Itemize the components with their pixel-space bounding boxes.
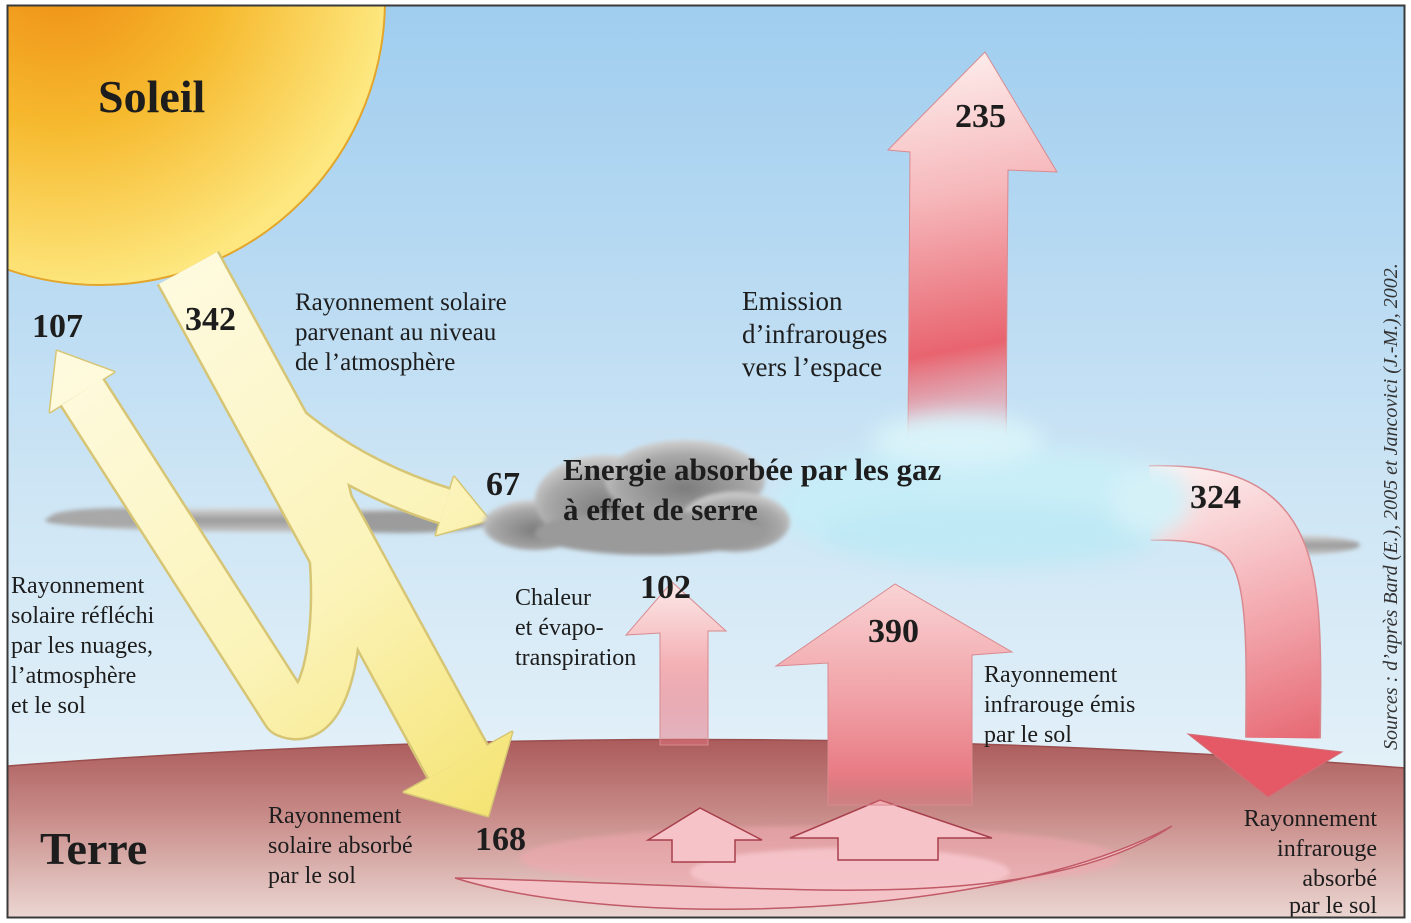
reflected-label-line: par les nuages, [11,633,153,659]
incoming-label-line: parvenant au niveau [295,319,497,346]
latent-heat-label-line: et évapo- [515,615,604,641]
cloud-puff [1110,465,1190,535]
reflected-value: 107 [32,308,83,345]
source-citation: Sources : d’après Bard (E.), 2005 et Jan… [1380,263,1402,750]
back-radiation-label-line: infrarouge [1277,836,1377,862]
atmosphere-absorbed-value: 67 [486,466,520,503]
greenhouse-label-line: à effet de serre [563,492,758,527]
earth-title: Terre [40,823,147,874]
reflected-label-line: et le sol [11,693,86,719]
surface-ir-value: 390 [868,613,919,650]
reflected-label-line: Rayonnement [11,573,145,599]
reflected-label-line: solaire réfléchi [11,603,155,629]
back-radiation-label-line: absorbé [1302,866,1377,892]
ir-to-space-label-line: d’infrarouges [742,319,887,349]
ir-to-space-value: 235 [955,98,1006,135]
reflected-label-line: l’atmosphère [11,663,136,689]
incoming-label-line: Rayonnement solaire [295,289,507,316]
surface-absorbed-label-line: solaire absorbé [268,833,413,859]
surface-ir-label-line: Rayonnement [984,662,1118,688]
incoming-label-line: de l’atmosphère [295,349,455,376]
latent-heat-label-line: Chaleur [515,585,591,611]
surface-absorbed-label-line: par le sol [268,863,356,889]
back-radiation-value: 324 [1190,479,1241,516]
surface-ir-label-line: infrarouge émis [984,692,1135,718]
incoming-value: 342 [185,301,236,338]
back-radiation-label-line: par le sol [1289,893,1377,919]
surface-absorbed-value: 168 [475,821,526,858]
latent-heat-value: 102 [640,569,691,606]
cloud-puff [820,503,1160,567]
surface-absorbed-label-line: Rayonnement [268,803,402,829]
sun-title: Soleil [98,71,205,122]
latent-heat-label-line: transpiration [515,645,636,671]
ir-to-space-label-line: vers l’espace [742,352,882,382]
greenhouse-label-line: Energie absorbée par les gaz [563,452,942,487]
ir-to-space-label-line: Emission [742,286,843,316]
back-radiation-label-line: Rayonnement [1244,806,1378,832]
surface-ir-label-line: par le sol [984,722,1072,748]
